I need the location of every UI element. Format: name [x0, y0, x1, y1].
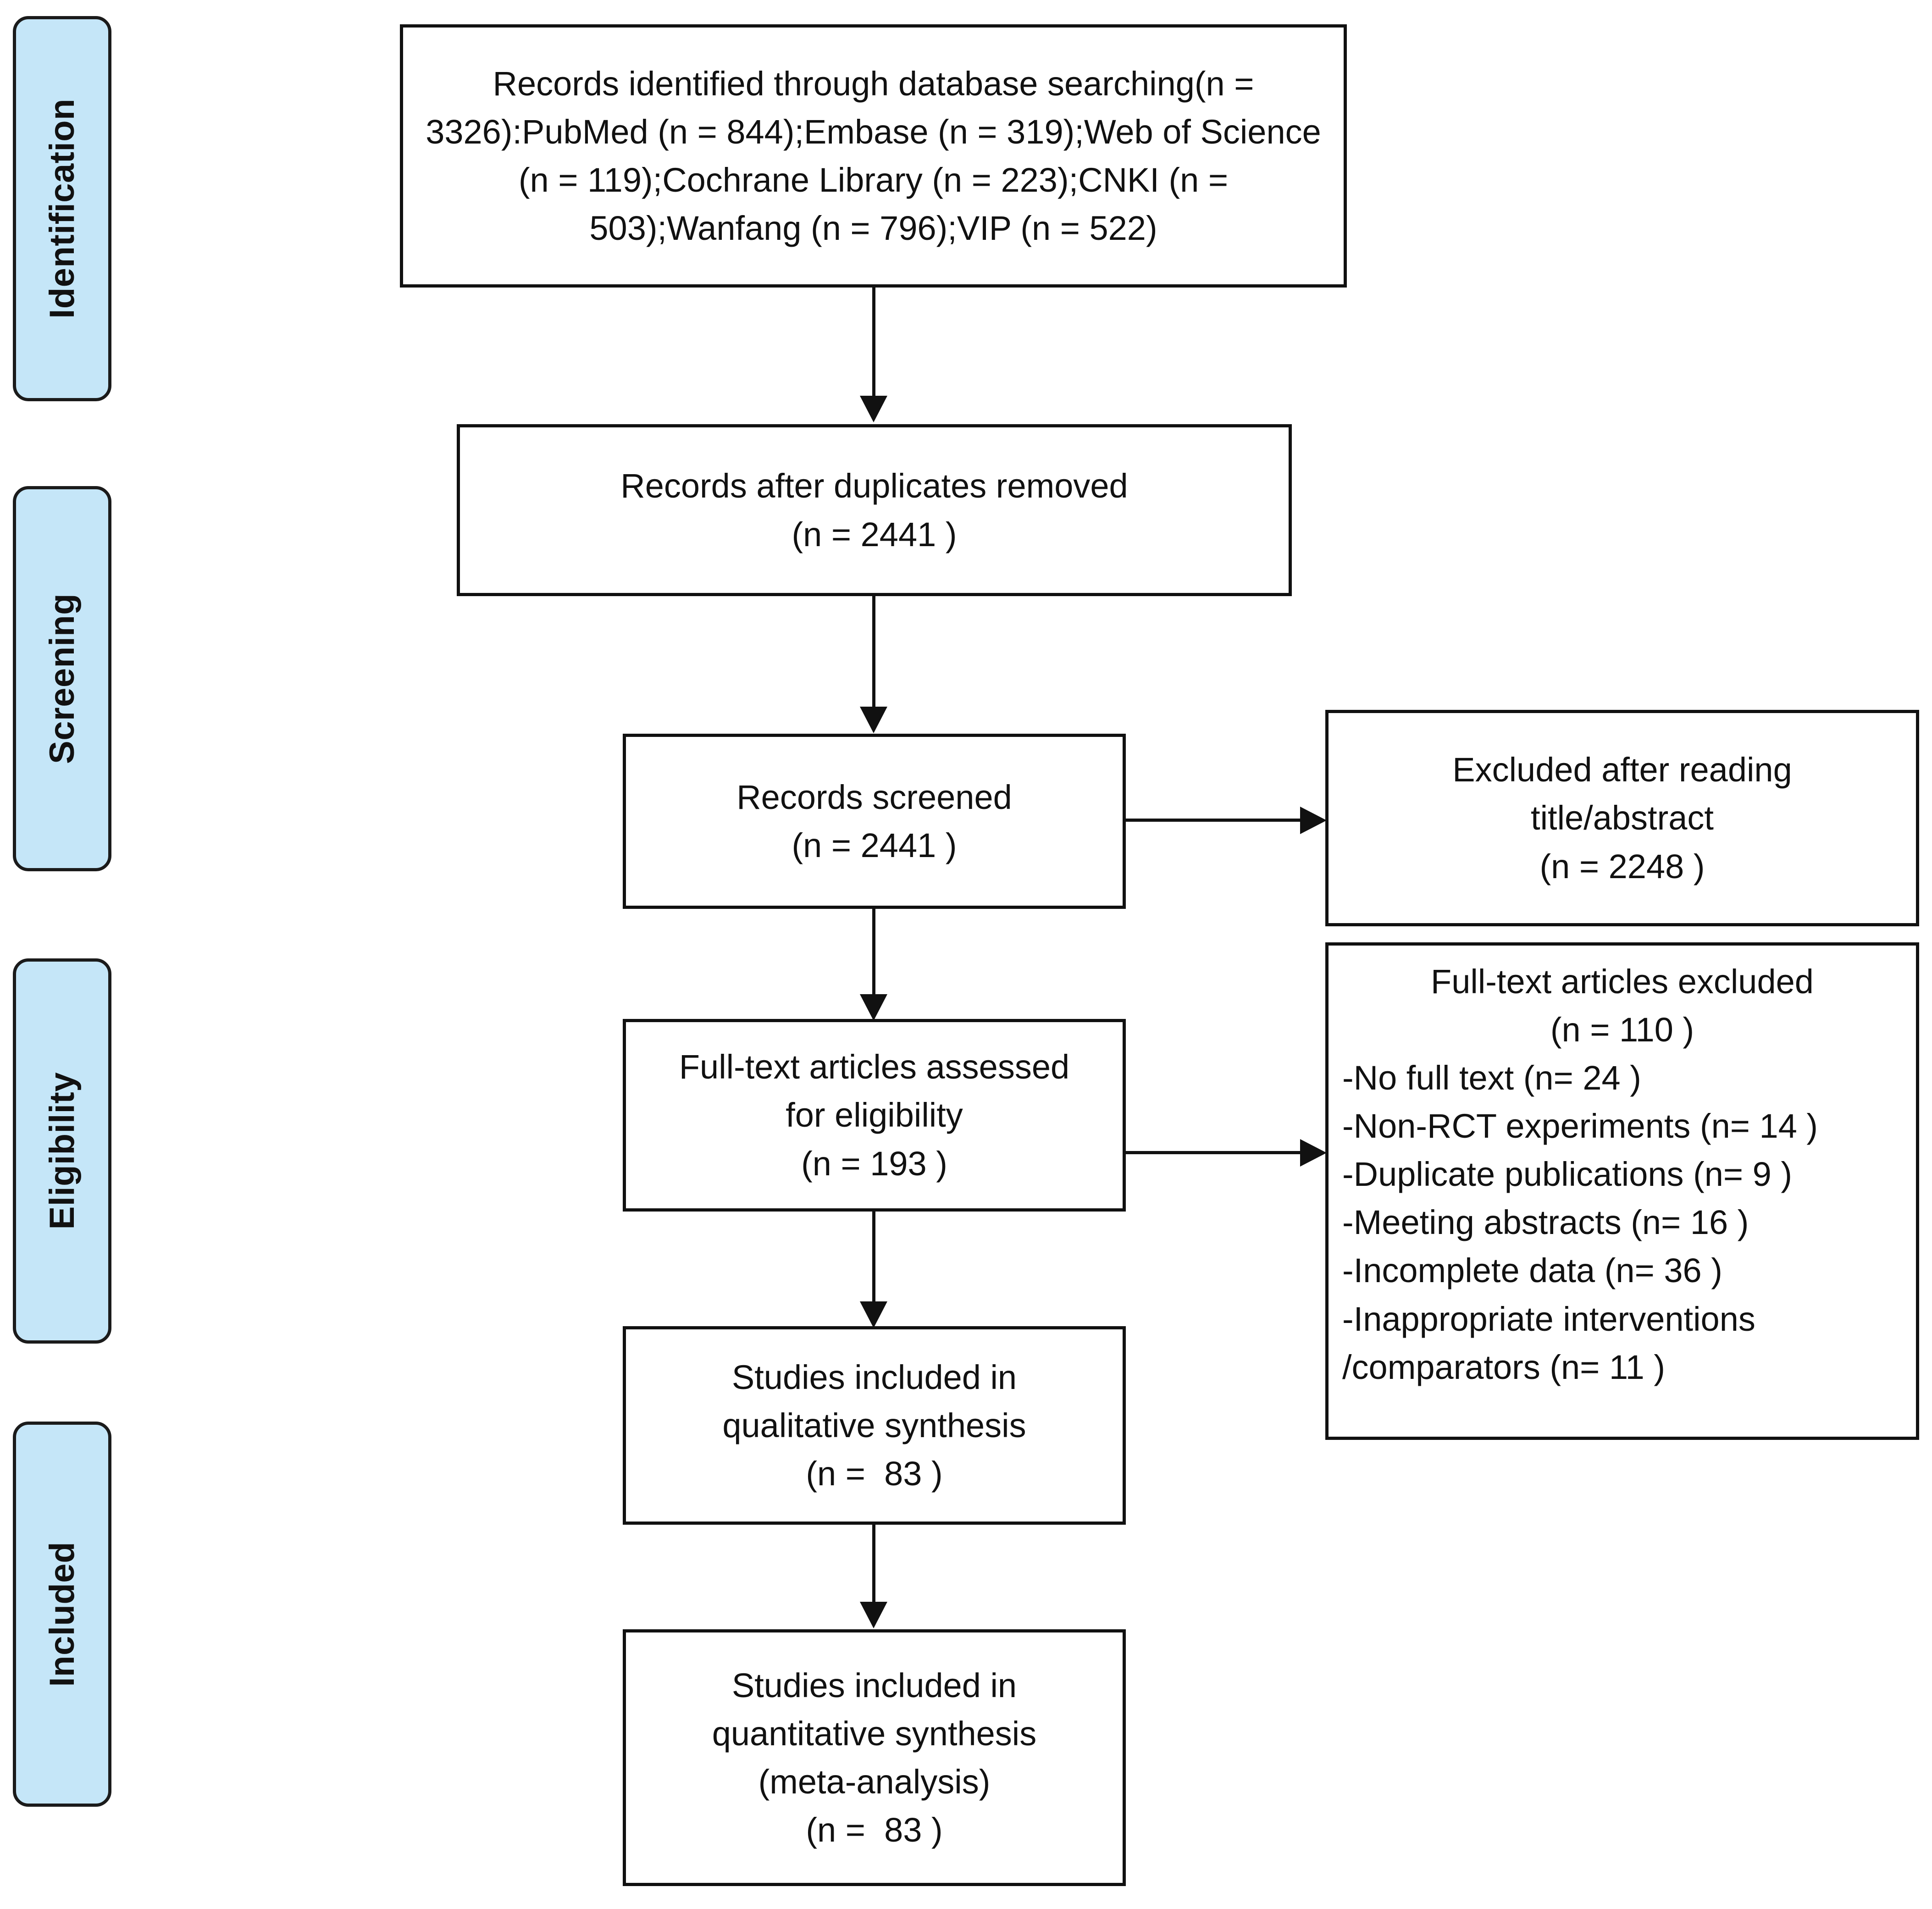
box-fulltext-excluded-reason-5: -Inappropriate interventions	[1342, 1300, 1755, 1338]
box-quantitative-synthesis-line4: (n = 83 )	[806, 1811, 943, 1849]
connector-screened-to-excluded	[1126, 819, 1323, 822]
box-fulltext-excluded-reason-4: -Incomplete data (n= 36 )	[1342, 1251, 1722, 1290]
box-quantitative-synthesis-line2: quantitative synthesis	[712, 1714, 1037, 1753]
box-records-screened-line1: Records screened	[736, 778, 1012, 816]
stage-tab-identification-label: Identification	[43, 99, 82, 319]
box-excluded-title-abstract-line1: Excluded after reading	[1452, 751, 1792, 789]
box-fulltext-assessed-line1: Full-text articles assessed	[679, 1048, 1070, 1086]
stage-tab-eligibility: Eligibility	[13, 958, 111, 1344]
box-fulltext-excluded-reason-1: -Non-RCT experiments (n= 14 )	[1342, 1107, 1818, 1145]
box-fulltext-assessed-line3: (n = 193 )	[801, 1144, 947, 1183]
connector-qualitative-to-quantitative	[872, 1525, 875, 1604]
connector-fulltext-to-qualitative	[872, 1212, 875, 1303]
box-fulltext-excluded: Full-text articles excluded (n = 110 ) -…	[1325, 942, 1919, 1440]
box-duplicates-removed-line2: (n = 2441 )	[792, 515, 957, 553]
box-qualitative-synthesis-line3: (n = 83 )	[806, 1455, 943, 1493]
connector-fulltext-to-excluded	[1126, 1151, 1323, 1154]
arrowhead-screened-to-fulltext	[860, 994, 887, 1021]
arrowhead-fulltext-to-excluded	[1300, 1139, 1327, 1167]
box-fulltext-excluded-total: (n = 110 )	[1550, 1011, 1694, 1049]
box-duplicates-removed: Records after duplicates removed (n = 24…	[457, 424, 1292, 596]
stage-tab-identification: Identification	[13, 16, 111, 401]
box-fulltext-excluded-reason-6: /comparators (n= 11 )	[1342, 1348, 1665, 1386]
box-quantitative-synthesis-line3: (meta-analysis)	[758, 1763, 991, 1801]
box-quantitative-synthesis-line1: Studies included in	[731, 1666, 1017, 1704]
box-qualitative-synthesis-line2: qualitative synthesis	[722, 1406, 1026, 1444]
connector-duplicates-to-screened	[872, 596, 875, 708]
box-fulltext-assessed: Full-text articles assessed for eligibil…	[623, 1019, 1126, 1212]
stage-tab-eligibility-label: Eligibility	[43, 1072, 82, 1230]
stage-tab-screening-label: Screening	[43, 593, 82, 764]
box-records-identified-text: Records identified through database sear…	[426, 64, 1331, 248]
arrowhead-duplicates-to-screened	[860, 707, 887, 733]
connector-identified-to-duplicates	[872, 288, 875, 398]
box-records-screened-line2: (n = 2441 )	[792, 826, 957, 864]
box-fulltext-assessed-line2: for eligibility	[786, 1096, 963, 1134]
box-qualitative-synthesis: Studies included in qualitative synthesi…	[623, 1326, 1126, 1525]
arrowhead-identified-to-duplicates	[860, 396, 887, 422]
box-records-identified: Records identified through database sear…	[400, 24, 1347, 288]
arrowhead-qualitative-to-quantitative	[860, 1602, 887, 1628]
box-excluded-title-abstract-line3: (n = 2248 )	[1539, 847, 1705, 885]
box-excluded-title-abstract-line2: title/abstract	[1531, 799, 1714, 837]
box-fulltext-excluded-title: Full-text articles excluded	[1431, 963, 1814, 1001]
box-fulltext-excluded-reason-2: -Duplicate publications (n= 9 )	[1342, 1155, 1793, 1194]
arrowhead-fulltext-to-qualitative	[860, 1301, 887, 1328]
box-excluded-title-abstract: Excluded after reading title/abstract (n…	[1325, 710, 1919, 926]
box-fulltext-excluded-reason-3: -Meeting abstracts (n= 16 )	[1342, 1203, 1749, 1242]
box-fulltext-excluded-reason-0: -No full text (n= 24 )	[1342, 1059, 1641, 1097]
arrowhead-screened-to-excluded	[1300, 807, 1327, 834]
stage-tab-included: Included	[13, 1422, 111, 1807]
stage-tab-included-label: Included	[43, 1541, 82, 1687]
stage-tab-screening: Screening	[13, 486, 111, 871]
box-records-screened: Records screened (n = 2441 )	[623, 734, 1126, 909]
connector-screened-to-fulltext	[872, 909, 875, 996]
box-duplicates-removed-line1: Records after duplicates removed	[620, 467, 1128, 505]
box-qualitative-synthesis-line1: Studies included in	[731, 1358, 1017, 1396]
box-quantitative-synthesis: Studies included in quantitative synthes…	[623, 1629, 1126, 1886]
